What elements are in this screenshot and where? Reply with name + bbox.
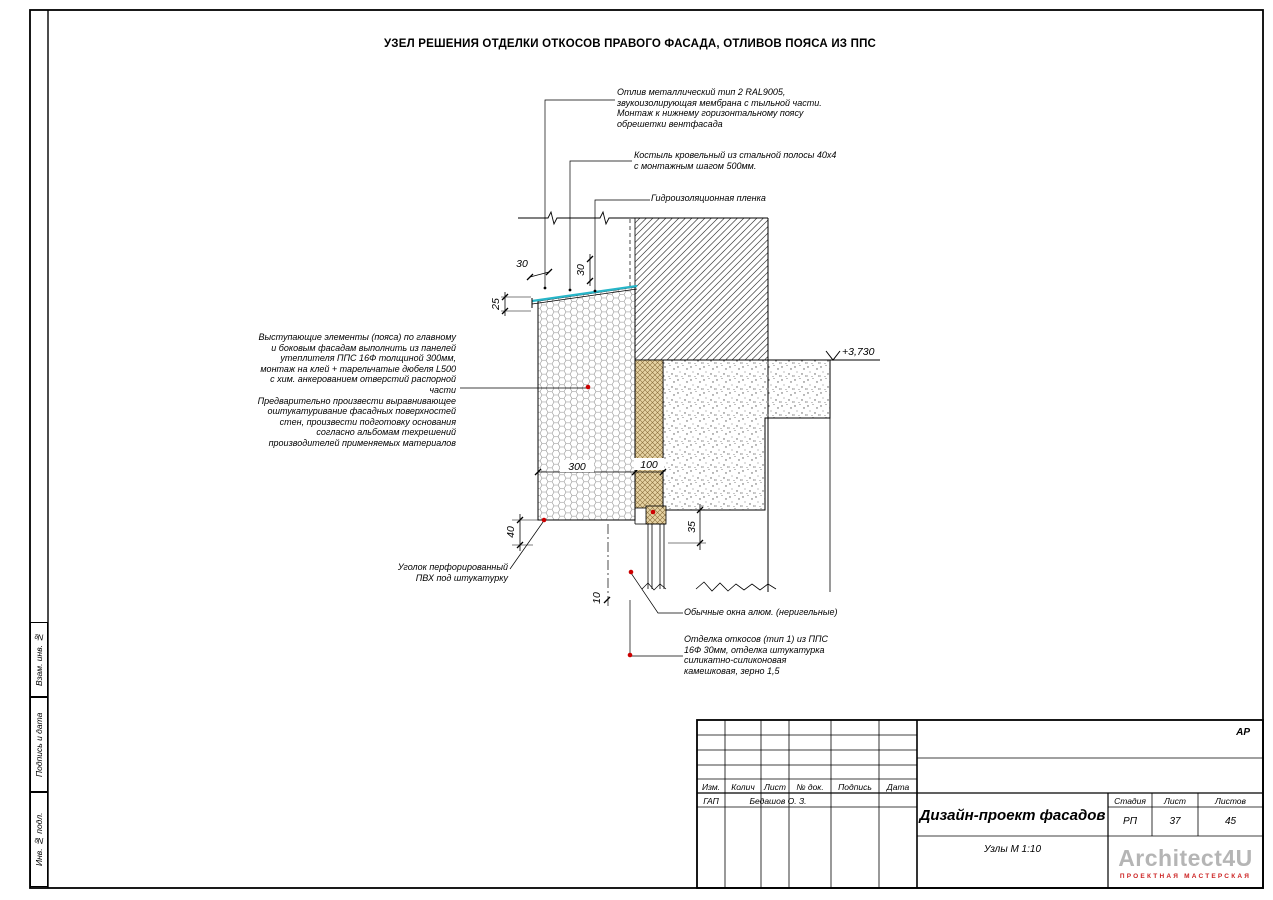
dim-100: 100 <box>640 459 658 471</box>
dim-35: 35 <box>686 521 698 533</box>
dim-10: 10 <box>591 592 603 604</box>
sheet-label: Лист <box>1164 795 1186 806</box>
wall-section-hatched <box>634 218 880 592</box>
metal-flashing <box>531 284 638 308</box>
stamp-header-data: Дата <box>886 781 910 792</box>
margin-cell-inv: Инв. № подл. <box>30 792 48 887</box>
dim-40: 40 <box>505 526 517 538</box>
sheets-total: 45 <box>1224 816 1237 827</box>
dimension-lines <box>501 254 706 604</box>
insulation-strip-crosshatch <box>634 359 664 509</box>
stamp-header-doc: № док. <box>796 781 824 792</box>
stamp-code: АР <box>1236 726 1250 738</box>
dim-mask <box>560 460 594 472</box>
sheet-number: 37 <box>1169 816 1181 827</box>
stamp-header-podpis: Подпись <box>838 781 872 792</box>
project-title: Дизайн-проект фасадов <box>919 806 1106 824</box>
dim-30-side: 30 <box>575 264 587 276</box>
annotation-reveal-finish: Отделка откосов (тип 1) из ППС 16Ф 30мм,… <box>684 634 829 676</box>
node-scale-title: Узлы М 1:10 <box>983 843 1042 855</box>
dim-300: 300 <box>568 461 586 473</box>
logo-text: Architect4U <box>1118 844 1253 871</box>
annotation-flashing: Отлив металлический тип 2 RAL9005, звуко… <box>617 87 822 129</box>
annotation-belt-elements: Выступающие элементы (пояса) по главному… <box>257 332 456 449</box>
stucco-region-stippled <box>662 359 831 511</box>
sheet-title: УЗЕЛ РЕШЕНИЯ ОТДЕЛКИ ОТКОСОВ ПРАВОГО ФАС… <box>383 38 877 50</box>
title-block-grid <box>696 719 1264 889</box>
sheet-frame <box>29 9 1264 889</box>
sheets-label: Листов <box>1215 795 1246 806</box>
stamp-header-kolich: Колич <box>731 781 755 792</box>
logo-subtitle: ПРОЕКТНАЯ МАСТЕРСКАЯ <box>1119 872 1252 880</box>
annotation-windows: Обычные окна алюм. (неригельные) <box>684 607 838 617</box>
dim-30-top: 30 <box>516 258 528 270</box>
company-logo: Architect4U ПРОЕКТНАЯ МАСТЕРСКАЯ <box>1108 838 1263 886</box>
margin-cell-podpis: Подпись и дата <box>30 697 48 792</box>
margin-cell-vzam: Взам. инв. № <box>30 622 48 697</box>
stamp-role: ГАП <box>703 795 719 806</box>
window-assembly <box>634 505 667 591</box>
break-line-top <box>518 210 768 226</box>
leader-red-dots <box>541 384 656 658</box>
annotation-waterproofing: Гидроизоляционная пленка <box>651 193 766 203</box>
annotation-pvc-corner: Уголок перфорированный ПВХ под штукатурк… <box>397 562 508 583</box>
stamp-name: Бедашов О. З. <box>749 795 807 806</box>
break-line-bottom <box>695 581 777 592</box>
stage-value: РП <box>1123 816 1137 827</box>
pps-belt-honeycomb <box>537 286 636 521</box>
leader-lines <box>460 99 683 657</box>
stage-label: Стадия <box>1114 795 1146 806</box>
stamp-header-list: Лист <box>764 781 786 792</box>
annotation-roof-cleat: Костыль кровельный из стальной полосы 40… <box>634 150 837 171</box>
dim-mask <box>634 458 664 470</box>
stamp-header-izm: Изм. <box>701 781 721 792</box>
level-mark: +3,730 <box>825 346 875 361</box>
leader-end-dots <box>543 286 597 293</box>
level-value: +3,730 <box>842 346 875 358</box>
dim-25: 25 <box>490 298 502 311</box>
